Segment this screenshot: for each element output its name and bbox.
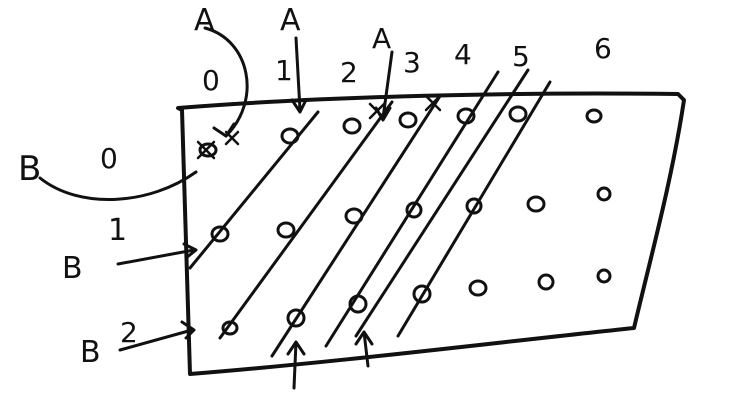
cell-mark <box>508 105 528 123</box>
a-arrow-curved-head <box>212 122 236 138</box>
diagonal-line <box>324 70 500 348</box>
row-label-0: 0 <box>100 142 118 175</box>
cell-mark <box>198 142 218 158</box>
cell-mark <box>465 197 483 215</box>
cell-mark <box>596 186 612 202</box>
cross-mark <box>368 102 386 120</box>
a-arrow-curved <box>203 26 249 138</box>
cell-mark <box>342 117 362 135</box>
column-label-3: 3 <box>403 46 421 79</box>
b-arrow-curved <box>38 170 198 201</box>
b-label-2: B <box>80 335 101 370</box>
cell-mark <box>210 225 230 243</box>
a-label-1: A <box>280 3 301 38</box>
cell-mark <box>412 284 432 304</box>
row-label-1: 1 <box>108 213 127 248</box>
cell-mark <box>221 320 239 336</box>
cell-mark <box>280 127 300 145</box>
cell-symbols <box>198 105 612 336</box>
cell-mark <box>596 268 612 284</box>
cross-mark <box>424 94 442 112</box>
b-label-0: B <box>18 149 41 189</box>
column-label-5: 5 <box>512 40 530 73</box>
column-label-2: 2 <box>340 56 358 89</box>
column-label-6: 6 <box>594 32 612 65</box>
column-label-4: 4 <box>454 38 472 71</box>
column-label-0: 0 <box>202 64 220 97</box>
cell-mark <box>526 195 546 213</box>
diagonal-line <box>354 68 530 338</box>
up-arrow-2 <box>354 330 374 368</box>
grid-outline <box>176 91 686 376</box>
diagonal-line <box>218 100 394 340</box>
a-label-0: A <box>194 3 215 38</box>
cell-mark <box>276 221 296 239</box>
b-label-1: B <box>62 251 83 286</box>
row-label-2: 2 <box>120 316 138 349</box>
cross-mark <box>224 130 240 146</box>
cell-mark <box>456 107 476 125</box>
diagonal-line <box>396 80 552 338</box>
cell-mark <box>348 294 368 314</box>
a-label-2: A <box>372 22 391 55</box>
column-label-1: 1 <box>275 54 293 87</box>
cell-mark <box>537 273 555 291</box>
up-arrow-1 <box>286 340 306 390</box>
cell-mark <box>585 108 603 124</box>
cell-mark <box>468 279 488 297</box>
b-arrow-bottom <box>118 320 196 352</box>
cell-mark <box>405 201 423 219</box>
cell-mark <box>286 308 306 328</box>
a-arrow-straight <box>290 36 308 114</box>
cell-mark <box>398 111 418 129</box>
b-arrow-straight <box>116 242 198 266</box>
cell-mark <box>344 207 364 225</box>
